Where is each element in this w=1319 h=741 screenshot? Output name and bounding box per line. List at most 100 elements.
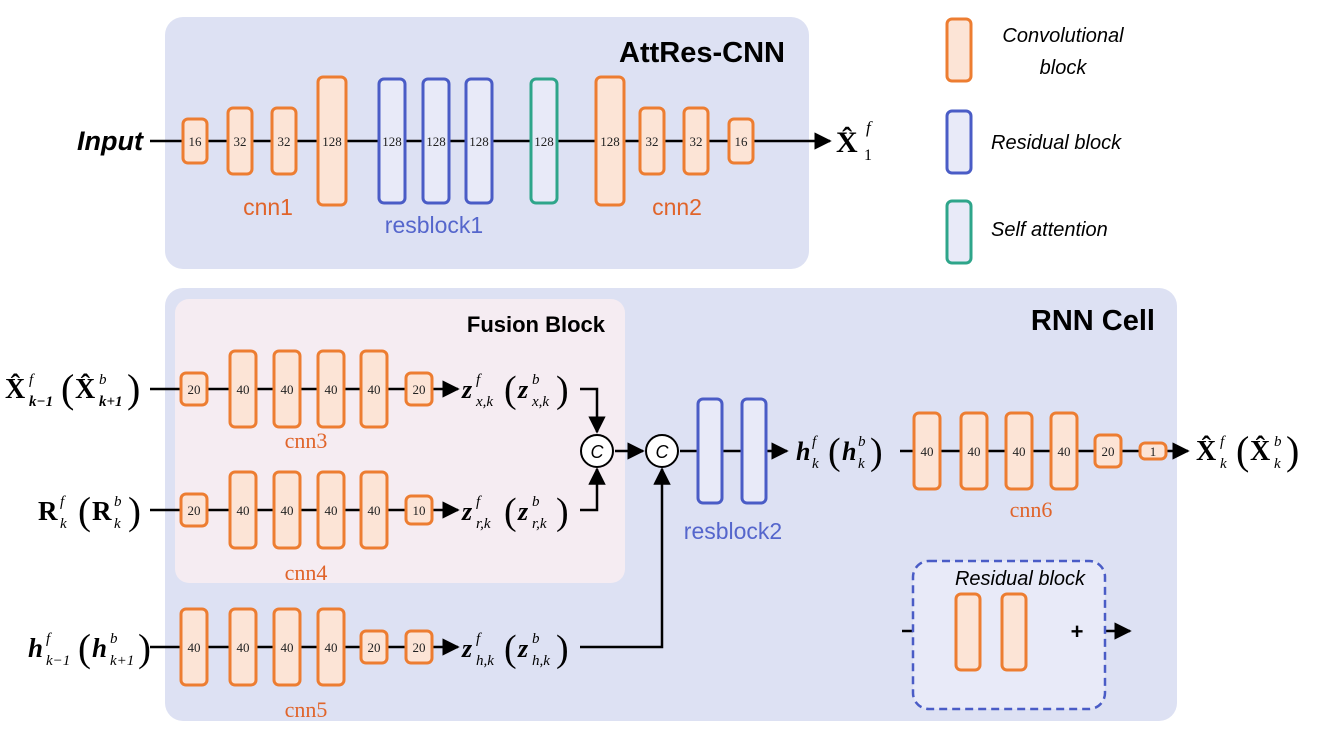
cnn6-block-1-label: 40	[921, 444, 934, 459]
input-x-lparen: (	[61, 366, 74, 411]
output-x-b-sup: b	[1274, 434, 1282, 450]
cnn3-block-4: 40	[316, 349, 346, 429]
cnn5-block-6-shape	[404, 629, 434, 665]
z-h-a-base: z	[461, 634, 473, 663]
attres-output-label: X̂ f 1	[836, 118, 873, 164]
input-h-lparen: (	[78, 627, 91, 670]
input-h-a-sub: k−1	[46, 653, 70, 669]
cnn4-block-5: 40	[359, 470, 389, 550]
output-x-a-sub: k	[1220, 456, 1227, 472]
output-x-a-sup: f	[1220, 434, 1226, 450]
z-h-lparen: (	[504, 628, 517, 670]
z-r-a-sub: r,k	[476, 516, 491, 532]
resblock1-block-2-label: 128	[426, 134, 446, 149]
cnn4-block-6: 10	[404, 494, 434, 526]
cnn5-block-3-label: 40	[281, 640, 294, 655]
h-k-a-sup: f	[812, 434, 818, 450]
z-x-b-base: z	[517, 375, 529, 404]
input-r-b-sub: k	[114, 516, 121, 532]
cnn4-block-4-shape	[316, 470, 346, 550]
cnn4-block-1-shape	[179, 492, 209, 528]
cnn4-block-5-shape	[359, 470, 389, 550]
h-k-b-sup: b	[858, 434, 866, 450]
z-x-a-base: z	[461, 375, 473, 404]
resblock1-block-2: 128	[421, 77, 451, 205]
resblock2-block-2-shape	[740, 397, 768, 505]
cnn2-block-4-label: 16	[735, 134, 749, 149]
input-r-a-sub: k	[60, 516, 67, 532]
cnn1-label: cnn1	[243, 194, 293, 220]
cnn6-block-5-label: 20	[1102, 444, 1115, 459]
cnn4-block-1-label: 20	[188, 503, 201, 518]
cnn3-block-3-shape	[272, 349, 302, 429]
attention-block-1-label: 128	[534, 134, 554, 149]
legend: Convolutional block Residual block Self …	[945, 17, 1124, 265]
cnn4-block-2-shape	[228, 470, 258, 550]
resblock2-label: resblock2	[684, 518, 782, 544]
z-h-b-sup: b	[532, 631, 540, 647]
cnn2-block-4: 16	[727, 117, 755, 165]
cnn2-label: cnn2	[652, 194, 702, 220]
cnn2-block-1: 128	[594, 75, 626, 207]
cnn3-block-1: 20	[179, 371, 209, 407]
cnn4-block-3-label: 40	[281, 503, 294, 518]
z-h-b-sub: h,k	[532, 653, 550, 669]
cnn2-block-1-label: 128	[600, 134, 620, 149]
z-r-a-sup: f	[476, 494, 482, 510]
legend-res-text: Residual block	[991, 132, 1122, 154]
z-x-rparen: )	[556, 369, 569, 411]
zr-to-concat1	[580, 467, 606, 512]
cnn1-block-3-label: 32	[278, 134, 291, 149]
fusion-title: Fusion Block	[467, 312, 606, 337]
cnn5-block-4-shape	[316, 607, 346, 687]
output-x-b-sub: k	[1274, 456, 1281, 472]
cnn3-block-1-label: 20	[188, 382, 201, 397]
cnn4-block-2: 40	[228, 470, 258, 550]
input-x-rparen: )	[127, 366, 140, 411]
input-h-b-sup: b	[110, 631, 118, 647]
zx-to-concat1	[580, 387, 606, 434]
cnn3-block-5-shape	[359, 349, 389, 429]
resblock1-block-3-shape	[464, 77, 494, 205]
cnn5-block-5-label: 20	[368, 640, 381, 655]
z-r-b-base: z	[517, 497, 529, 526]
cnn1-block-3-shape	[270, 106, 298, 176]
cnn2-block-3-shape	[682, 106, 710, 176]
z-h-b-base: z	[517, 634, 529, 663]
cnn3-block-6-label: 20	[413, 382, 426, 397]
cnn4-block-6-shape	[404, 494, 434, 526]
cnn5-block-3: 40	[272, 607, 302, 687]
cnn3-block-2: 40	[228, 349, 258, 429]
cnn6-block-2: 40	[959, 411, 989, 491]
legend-conv-line1: Convolutional	[1002, 25, 1124, 47]
cnn1-block-2-label: 32	[234, 134, 247, 149]
h-k-rparen: )	[870, 431, 883, 473]
cnn1-block-1-label: 16	[189, 134, 203, 149]
cnn2-block-3: 32	[682, 106, 710, 176]
cnn6-block-5-shape	[1093, 433, 1123, 469]
z-x-lparen: (	[504, 369, 517, 411]
cnn2-block-2-label: 32	[646, 134, 659, 149]
cnn4-block-5-label: 40	[368, 503, 381, 518]
input-h-b-base: h	[92, 633, 107, 663]
input-x-a-base: X̂	[5, 374, 25, 405]
residual-inset-title: Residual block	[955, 568, 1086, 590]
output-x-b-base: X̂	[1250, 436, 1270, 467]
input-x-a-sup: f	[29, 372, 35, 388]
cnn3-block-3: 40	[272, 349, 302, 429]
attention-block-1-shape	[529, 77, 559, 205]
cnn6-label: cnn6	[1010, 497, 1053, 522]
cnn6-block-4: 40	[1049, 411, 1079, 491]
cnn6-block-1: 40	[912, 411, 942, 491]
cnn3-block-3-label: 40	[281, 382, 294, 397]
output-x-rparen: )	[1286, 428, 1299, 473]
cnn6-block-4-shape	[1049, 411, 1079, 491]
cnn5-block-5-shape	[359, 629, 389, 665]
inset-conv-block-1	[954, 592, 982, 672]
z-r-a-base: z	[461, 497, 473, 526]
cnn1-block-4-label: 128	[322, 134, 342, 149]
cnn6-block-6: 1	[1138, 441, 1168, 461]
